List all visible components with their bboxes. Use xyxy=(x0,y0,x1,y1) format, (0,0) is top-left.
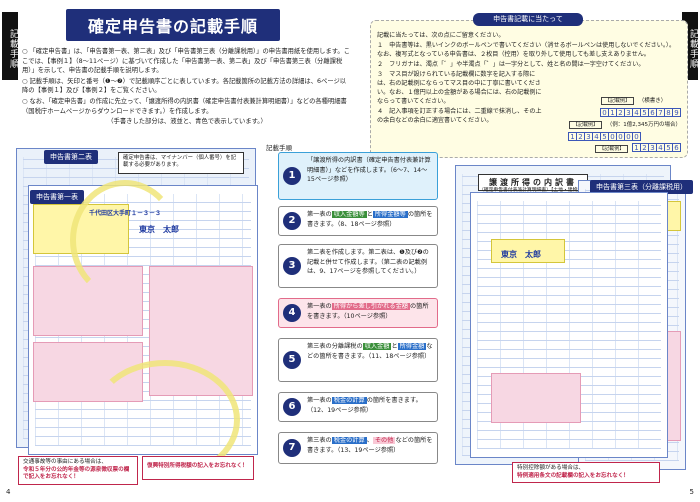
step-1: 1 「譲渡所得の内訳書（確定申告書付表兼計算明細書）」などを作成します。（6～7… xyxy=(278,152,438,200)
page-number-right: 5 xyxy=(689,488,694,496)
bottom-note-right-a: 特別控除額がある場合は、 xyxy=(517,465,585,471)
intro-paragraph-3: ○ なお、「確定申告書」の作成に先立って、「譲渡所得の内訳書（確定申告書付表兼計… xyxy=(22,97,347,115)
bottom-note-right: 特別控除額がある場合は、 特例適用条文の記載欄の記入をお忘れなく！ xyxy=(512,462,660,483)
step-text: 、 xyxy=(366,437,373,444)
step-text: などの箇所を書きます。（11、18ページ参照） xyxy=(307,343,433,360)
example-2-caption: （例：1億2,345万円の場合） xyxy=(606,122,681,128)
example-1-label: 【記載例】 xyxy=(601,97,635,105)
step-number: 6 xyxy=(283,398,301,416)
flow-arrow xyxy=(90,360,240,480)
step-highlight: 収入金額 xyxy=(362,343,392,350)
notes-item-4: ４ 記入事項を訂正する場合には、二重線で抹消し、その上の余白などの余白に適宜書い… xyxy=(377,108,542,124)
digit-box: 6 xyxy=(672,143,681,152)
step-number: 1 xyxy=(283,167,301,185)
step-highlight: 税金の計算 xyxy=(331,397,367,404)
notes-title: 申告書記載に当たって xyxy=(473,13,583,26)
step-number: 7 xyxy=(283,439,301,457)
step-text: の箇所を書きます。（10ページ参照） xyxy=(307,303,429,320)
step-4: 4 第一表の所得から差し引かれる金額の箇所を書きます。（10ページ参照） xyxy=(278,298,438,328)
step-highlight: 税金の計算 xyxy=(331,437,367,444)
intro-text: ○ 「確定申告書」は、「申告書第一表、第二表」及び「申告書第三表（分離課税用）」… xyxy=(22,47,352,128)
bottom-note-right-b: 特例適用条文の記載欄の記入をお忘れなく！ xyxy=(517,472,629,479)
step-text: 第三表の分離課税の xyxy=(307,343,363,350)
flow-arrow xyxy=(70,180,180,300)
digit-box: 0 xyxy=(631,132,641,141)
form-3-tag: 申告書第三表（分離課税用） xyxy=(590,180,693,194)
step-highlight: 収入金額等 xyxy=(331,211,367,218)
example-3-label: 【記載例】 xyxy=(595,145,629,153)
notes-lead: 記載に当たっては、次の点にご留意ください。 xyxy=(377,32,505,39)
example-2-label: 【記載例】 xyxy=(568,121,602,129)
step-text: と xyxy=(366,211,373,218)
notes-item-3: ３ マス目が設けられている記載欄に数字を記入する際には、右の記載例にならってマス… xyxy=(377,71,542,105)
special-deduction-zone xyxy=(491,373,581,423)
step-number: 4 xyxy=(283,304,301,322)
step-number: 2 xyxy=(283,212,301,230)
statement-subtitle: （確定申告書付表兼計算明細書）【土地・建物用】 xyxy=(479,188,587,193)
intro-paragraph-4: （手書きした部分は、液並と、青色で表示しています。） xyxy=(107,118,267,126)
step-highlight: 所得金額 xyxy=(397,343,427,350)
statement-title: 譲渡所得の内訳書 xyxy=(478,174,588,191)
step-text: 第一表の xyxy=(307,397,332,404)
bottom-note-reconstruction: 復興特別所得税額の記入をお忘れなく！ xyxy=(142,456,254,480)
step-highlight: その他 xyxy=(372,437,396,444)
bottom-note-left: 交通事故等の事由にある場合は、 令和５年分の公的年金等の源泉徴収票の欄で記入をお… xyxy=(18,456,138,485)
step-2: 2 第一表の収入金額等と所得金額等の箇所を書きます。（8、18ページ参照） xyxy=(278,206,438,236)
notes-item-2: ２ フリガナは、濁点「゛」や半濁点「゜」は一字分として、姓と名の間は一字空けてく… xyxy=(377,61,645,68)
step-3: 3 第二表を作成します。第二表は、❶及び❷の記載と併せて作成します。（第二表の記… xyxy=(278,244,438,288)
step-number: 3 xyxy=(283,257,301,275)
step-7: 7 第三表の税金の計算、その他などの箇所を書きます。（13、19ページ参照） xyxy=(278,432,438,464)
step-text: などの箇所を書きます。（13、19ページ参照） xyxy=(307,437,433,454)
step-text: と xyxy=(391,343,398,350)
name-zone xyxy=(491,239,565,263)
notes-box: 申告書記載に当たって 記載に当たっては、次の点にご留意ください。 １ 申告書等は… xyxy=(370,13,688,158)
step-5: 5 第三表の分離課税の収入金額と所得金額などの箇所を書きます。（11、18ページ… xyxy=(278,338,438,382)
page-title: 確定申告書の記載手順 xyxy=(66,9,280,41)
step-text: 第一表の xyxy=(307,303,332,310)
step-text: の箇所を書きます。（8、18ページ参照） xyxy=(307,211,433,228)
mynumber-callout: 確定申告書は、マイナンバー（個人番号）を記載する必要があります。 xyxy=(118,152,244,174)
digit-box: 9 xyxy=(672,108,681,117)
step-text: 第一表の xyxy=(307,211,332,218)
form-1-tag: 申告書第一表 xyxy=(30,190,84,204)
step-text: 「譲渡所得の内訳書（確定申告書付表兼計算明細書）」などを作成します。（6～7、1… xyxy=(307,157,431,183)
step-text: 第三表の xyxy=(307,437,332,444)
page-number-left: 4 xyxy=(6,488,11,496)
side-tab-left: 記載手順 xyxy=(2,12,18,80)
step-text: の箇所を書きます。（12、19ページ参照） xyxy=(307,397,422,414)
form-2-tag: 申告書第二表 xyxy=(44,150,98,164)
step-number: 5 xyxy=(283,351,301,369)
step-text: 第二表を作成します。第二表は、❶及び❷の記載と併せて作成します。（第二表の記載例… xyxy=(307,249,429,275)
statement-body: 東京 太郎 xyxy=(470,192,668,458)
step-highlight: 所得金額等 xyxy=(372,211,408,218)
step-highlight: 所得から差し引かれる金額 xyxy=(331,303,410,310)
statement-name-handwritten: 東京 太郎 xyxy=(501,250,541,259)
notes-item-1: １ 申告書等は、黒いインクのボールペンで書いてください（消せるボールペンは使用し… xyxy=(377,42,676,58)
bottom-note-left-a: 交通事故等の事由にある場合は、 xyxy=(23,459,107,465)
bottom-note-left-b: 令和５年分の公的年金等の源泉徴収票の欄で記入をお忘れなく！ xyxy=(23,466,130,481)
intro-paragraph-1: ○ 「確定申告書」は、「申告書第一表、第二表」及び「申告書第三表（分離課税用）」… xyxy=(22,48,351,75)
example-1-caption: （横書き） xyxy=(638,98,667,104)
steps-header: 記載手順 xyxy=(266,144,292,152)
intro-paragraph-2: ○ 記載手順は、矢印と番号（❶～❼）で記載順序ごとに表しています。各記載箇所の記… xyxy=(22,77,347,95)
step-6: 6 第一表の税金の計算の箇所を書きます。（12、19ページ参照） xyxy=(278,392,438,422)
